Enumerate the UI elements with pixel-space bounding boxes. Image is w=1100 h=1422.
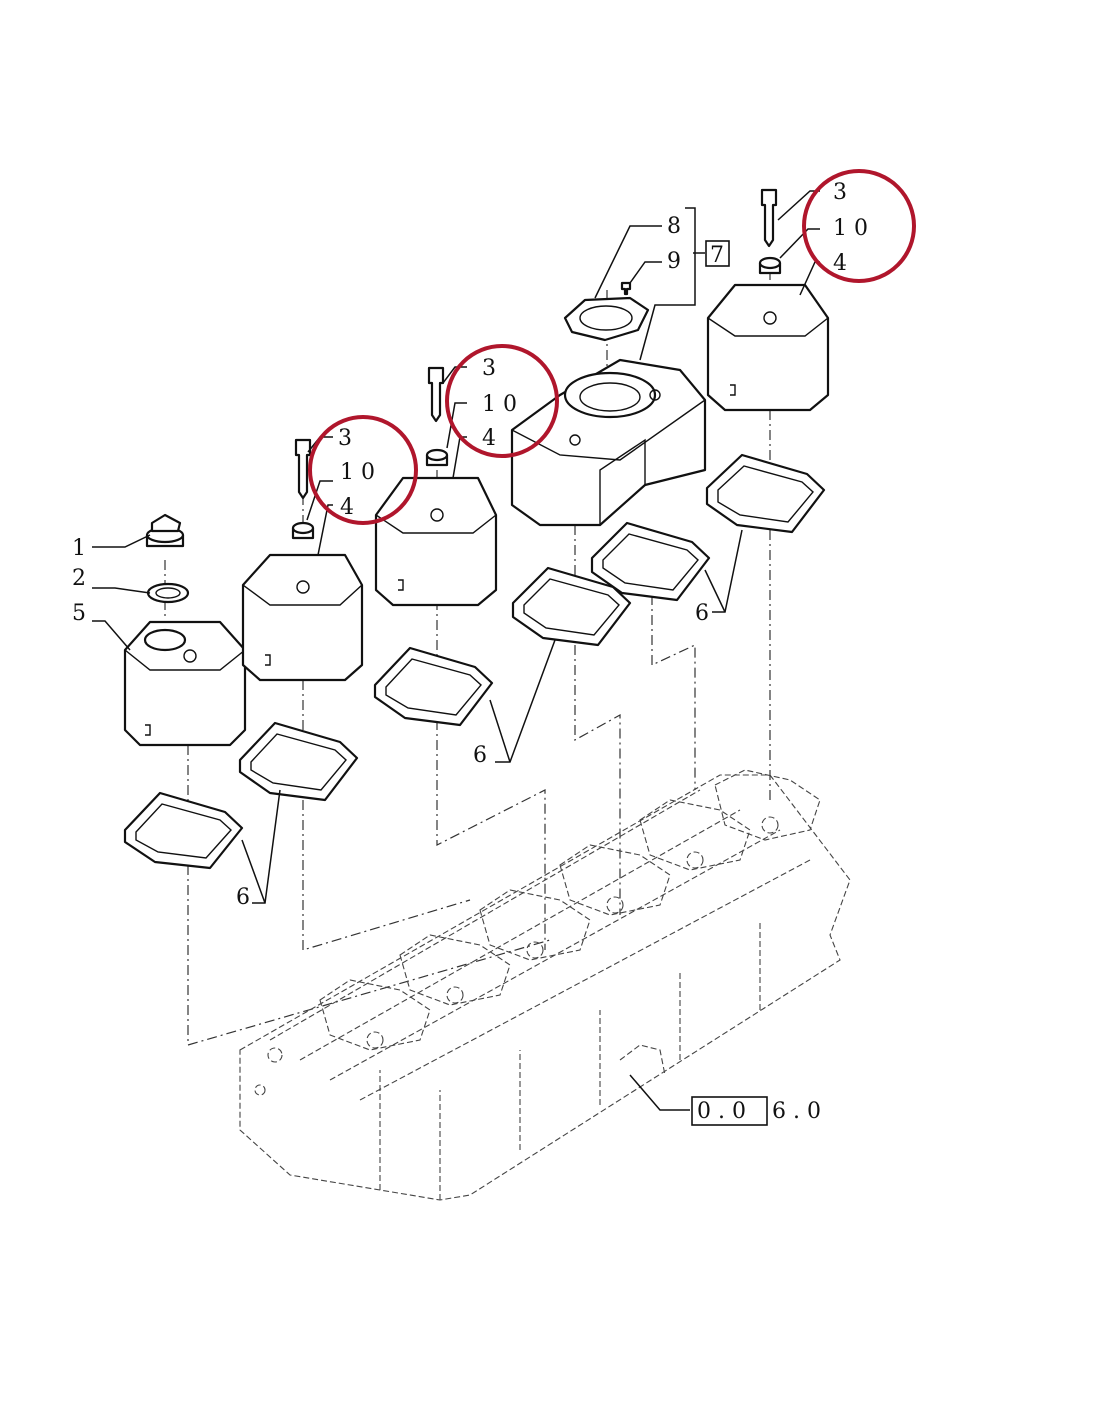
callout-8: 8 [667,214,681,239]
small-screw-9 [620,281,632,296]
callout-1: 1 [72,536,86,561]
callout-4-middle: 4 [482,426,496,451]
gasket-2 [238,721,359,802]
screw-a [294,438,312,500]
gasket-1 [123,791,244,870]
gasket-3 [373,646,494,727]
callout-4-left: 4 [340,495,354,520]
reference-number-boxed: 0 . 0 [697,1099,746,1124]
callout-10-middle: 1 0 [482,392,517,417]
callout-6-left: 6 [236,885,250,910]
seal-ring-8 [563,296,650,342]
callout-3-middle: 3 [482,356,496,381]
callout-6-right: 6 [695,601,709,626]
rocker-cover-4 [706,283,830,412]
callout-3-left: 3 [338,426,352,451]
highlight-circle-middle [445,344,559,458]
rocker-cover-2 [241,553,364,682]
screw-c [760,188,778,248]
highlight-circle-left [308,415,418,525]
kit-7-box [705,240,730,267]
callout-10-left: 1 0 [340,460,375,485]
highlight-circles [308,169,916,525]
callout-3-right: 3 [833,180,847,205]
screw-b [427,366,445,423]
callout-10-right: 1 0 [833,216,868,241]
callout-2: 2 [72,566,86,591]
gasket-group [123,453,826,870]
callout-labels: 1 2 5 3 1 0 4 3 1 0 4 3 1 0 4 8 9 7 6 6 … [72,180,868,1124]
breather-cover [510,358,707,527]
reference-number-rest: 6 . 0 [772,1099,821,1124]
callout-5: 5 [72,601,86,626]
highlight-circle-right [802,169,916,283]
valve-covers [123,283,830,747]
cylinder-head-drawing [239,769,851,1201]
callout-7: 7 [710,243,724,268]
callout-9: 9 [667,249,681,274]
hardware [145,188,782,604]
callout-4-right: 4 [833,251,847,276]
callout-6-middle: 6 [473,743,487,768]
gasket-6 [705,453,826,534]
washer [146,582,190,604]
rocker-cover-3 [374,476,498,607]
reference-box [691,1096,768,1126]
filler-cover [123,620,247,747]
